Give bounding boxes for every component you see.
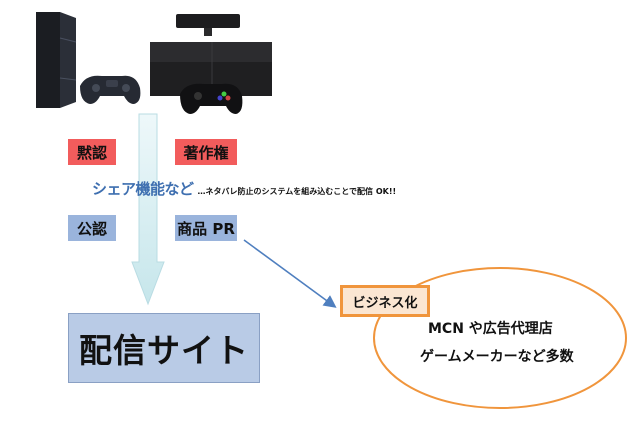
xbox-one-console-image bbox=[150, 14, 272, 114]
business-tag: ビジネス化 bbox=[340, 285, 430, 317]
business-line-1: MCN や広告代理店 bbox=[428, 321, 553, 337]
share-feature-note: …ネタバレ防止のシステムを組み込むことで配信 OK!! bbox=[197, 187, 397, 196]
business-connector-arrow bbox=[243, 239, 337, 308]
ps4-console-image bbox=[36, 12, 141, 108]
business-line-2: ゲームメーカーなど多数 bbox=[420, 349, 574, 365]
share-feature-line: シェア機能など …ネタバレ防止のシステムを組み込むことで配信 OK!! bbox=[92, 178, 396, 199]
tag-kounin: 公認 bbox=[68, 215, 116, 241]
down-arrow bbox=[131, 113, 165, 306]
share-feature-label: シェア機能など bbox=[92, 180, 194, 198]
tag-shohin-pr: 商品 PR bbox=[175, 215, 237, 241]
tag-chosakuken: 著作権 bbox=[175, 139, 237, 165]
streaming-site-box: 配信サイト bbox=[68, 313, 260, 383]
tag-mokunin: 黙認 bbox=[68, 139, 116, 165]
business-ellipse bbox=[373, 267, 627, 409]
